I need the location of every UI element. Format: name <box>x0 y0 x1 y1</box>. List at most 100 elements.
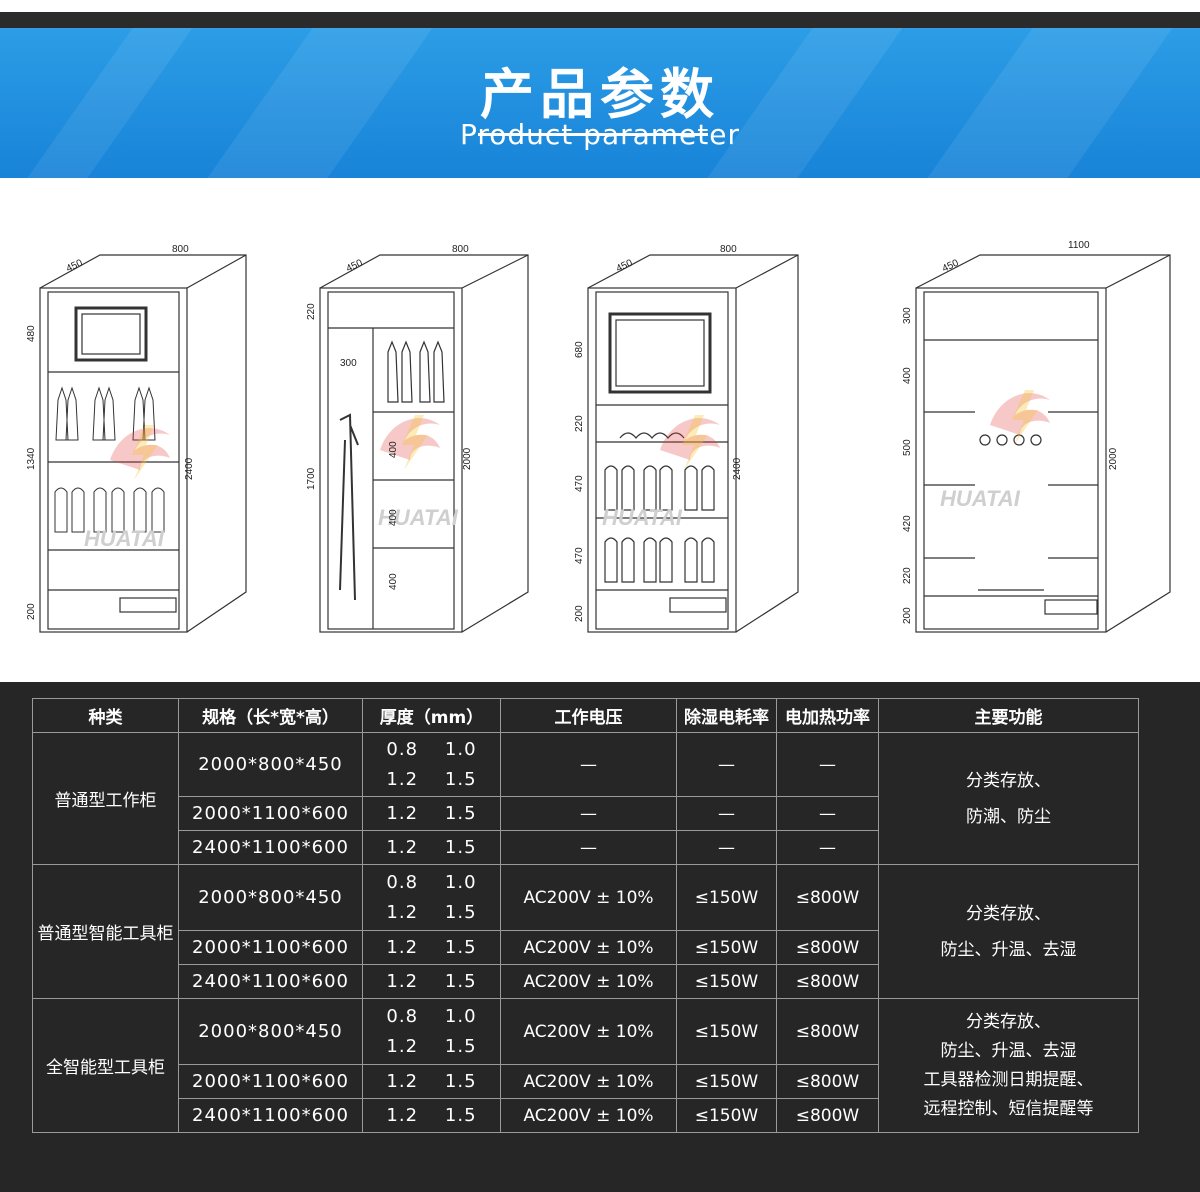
thick-cell: 1.2 1.5 <box>362 796 501 831</box>
dim-cab2-inner3: 400 <box>388 509 399 526</box>
dehum-cell: ≤150W <box>676 1098 777 1133</box>
voltage-cell: AC200V ± 10% <box>500 1064 677 1099</box>
thick-cell: 1.2 1.5 <box>362 830 501 865</box>
voltage-cell: AC200V ± 10% <box>500 964 677 999</box>
type-cell: 普通型智能工具柜 <box>32 864 179 999</box>
heat-cell: — <box>776 796 879 831</box>
table-row: 2000*1100*600 1.2 1.5 AC200V ± 10% ≤150W… <box>33 1064 1139 1099</box>
dehum-cell: ≤150W <box>676 930 777 965</box>
dim-cab3-width: 800 <box>720 244 737 255</box>
dim-cab3-h5: 200 <box>574 605 585 622</box>
thick-cell: 1.2 1.5 <box>362 964 501 999</box>
type-cell: 全智能型工具柜 <box>32 998 179 1133</box>
col-spec: 规格（长*宽*高） <box>178 698 363 733</box>
table-row: 普通型工作柜 2000*800*450 0.8 1.0 1.2 1.5 — — … <box>32 732 1139 865</box>
dim-cab3-total: 2400 <box>732 457 743 480</box>
dim-cab4-h3: 500 <box>902 439 913 456</box>
voltage-cell: — <box>500 732 677 797</box>
title-underline <box>478 133 708 136</box>
page-subtitle: Product parameter <box>459 118 741 151</box>
dim-cab4-h2: 400 <box>902 367 913 384</box>
dehum-cell: — <box>676 796 777 831</box>
thick-cell: 0.8 1.0 1.2 1.5 <box>362 732 501 797</box>
heat-cell: ≤800W <box>776 1064 879 1099</box>
dim-cab4-width: 1100 <box>1068 240 1090 251</box>
dim-cab4-h1: 300 <box>902 307 913 324</box>
heat-cell: — <box>776 732 879 797</box>
dim-cab2-inner2: 400 <box>388 441 399 458</box>
table-row: 2400*1100*600 1.2 1.5 AC200V ± 10% ≤150W… <box>33 1098 1139 1133</box>
dim-cab2-width: 800 <box>452 244 469 255</box>
dehum-cell: — <box>676 732 777 797</box>
spec-cell: 2000*800*450 <box>178 864 363 931</box>
col-thickness: 厚度（mm） <box>362 698 501 733</box>
watermark-text-3: HUATAI <box>602 505 683 530</box>
dim-cab3-h3: 470 <box>574 475 585 492</box>
dim-cab2-inner4: 400 <box>388 573 399 590</box>
heat-cell: — <box>776 830 879 865</box>
dehum-cell: — <box>676 830 777 865</box>
thick-cell: 1.2 1.5 <box>362 1098 501 1133</box>
dim-cab1-h3: 200 <box>26 603 37 620</box>
spec-cell: 2000*1100*600 <box>178 796 363 831</box>
thick-cell: 1.2 1.5 <box>362 1064 501 1099</box>
table-row: 全智能型工具柜 2000*800*450 0.8 1.0 1.2 1.5 AC2… <box>32 998 1139 1133</box>
top-strip <box>0 0 1200 30</box>
spec-table: 种类 规格（长*宽*高） 厚度（mm） 工作电压 除湿电耗率 电加热功率 主要功… <box>32 698 1139 1133</box>
table-row: 2400*1100*600 1.2 1.5 — — — <box>33 830 1139 865</box>
dim-cab1-width: 800 <box>172 244 189 255</box>
spec-cell: 2000*1100*600 <box>178 930 363 965</box>
watermark-text-2: HUATAI <box>378 505 459 530</box>
spec-cell: 2400*1100*600 <box>178 964 363 999</box>
heat-cell: ≤800W <box>776 864 879 931</box>
spec-cell: 2000*1100*600 <box>178 1064 363 1099</box>
dim-cab1-depth: 450 <box>65 258 85 275</box>
thick-cell: 0.8 1.0 1.2 1.5 <box>362 864 501 931</box>
function-cell: 分类存放、 防尘、升温、去湿 <box>878 864 1139 999</box>
dim-cab2-h2: 1700 <box>306 467 317 490</box>
cabinet-3 <box>587 254 799 633</box>
thick-cell: 0.8 1.0 1.2 1.5 <box>362 998 501 1065</box>
heat-cell: ≤800W <box>776 1098 879 1133</box>
dehum-cell: ≤150W <box>676 964 777 999</box>
table-row: 2400*1100*600 1.2 1.5 AC200V ± 10% ≤150W… <box>33 964 1139 999</box>
heat-cell: ≤800W <box>776 964 879 999</box>
dim-cab2-total: 2000 <box>462 447 473 470</box>
heat-cell: ≤800W <box>776 930 879 965</box>
spec-cell: 2000*800*450 <box>178 998 363 1065</box>
cabinet-4 <box>915 254 1171 633</box>
dehum-cell: ≤150W <box>676 864 777 931</box>
voltage-cell: AC200V ± 10% <box>500 998 677 1065</box>
spec-cell: 2000*800*450 <box>178 732 363 797</box>
dehum-cell: ≤150W <box>676 998 777 1065</box>
col-voltage: 工作电压 <box>500 698 677 733</box>
spec-cell: 2400*1100*600 <box>178 830 363 865</box>
dim-cab3-h2: 220 <box>574 415 585 432</box>
table-row: 2000*1100*600 1.2 1.5 — — — <box>33 796 1139 831</box>
dim-cab1-total: 2400 <box>184 457 195 480</box>
voltage-cell: — <box>500 830 677 865</box>
dim-cab4-depth: 450 <box>941 258 961 275</box>
dim-cab4-h4: 420 <box>902 515 913 532</box>
voltage-cell: AC200V ± 10% <box>500 930 677 965</box>
dim-cab4-h6: 200 <box>902 607 913 624</box>
table-row: 普通型智能工具柜 2000*800*450 0.8 1.0 1.2 1.5 AC… <box>32 864 1139 999</box>
dim-cab4-total: 2000 <box>1108 447 1119 470</box>
watermark-text-1: HUATAI <box>84 526 165 551</box>
voltage-cell: AC200V ± 10% <box>500 864 677 931</box>
col-heat: 电加热功率 <box>776 698 879 733</box>
dim-cab3-h4: 470 <box>574 547 585 564</box>
cabinet-1 <box>39 254 247 633</box>
header-banner: 产品参数 Product parameter <box>0 28 1200 178</box>
thick-cell: 1.2 1.5 <box>362 930 501 965</box>
table-header-row: 种类 规格（长*宽*高） 厚度（mm） 工作电压 除湿电耗率 电加热功率 主要功… <box>32 698 1139 733</box>
col-function: 主要功能 <box>878 698 1139 733</box>
dim-cab2-inner1: 300 <box>340 358 357 369</box>
watermark-text-4: HUATAI <box>940 486 1021 511</box>
cabinet-drawings: HUATAI HUATAI HUATAI HUATAI 800 450 480 … <box>26 240 1171 633</box>
dehum-cell: ≤150W <box>676 1064 777 1099</box>
spec-table-section: 种类 规格（长*宽*高） 厚度（mm） 工作电压 除湿电耗率 电加热功率 主要功… <box>0 682 1200 1192</box>
function-cell: 分类存放、 防潮、防尘 <box>878 732 1139 865</box>
spec-cell: 2400*1100*600 <box>178 1098 363 1133</box>
